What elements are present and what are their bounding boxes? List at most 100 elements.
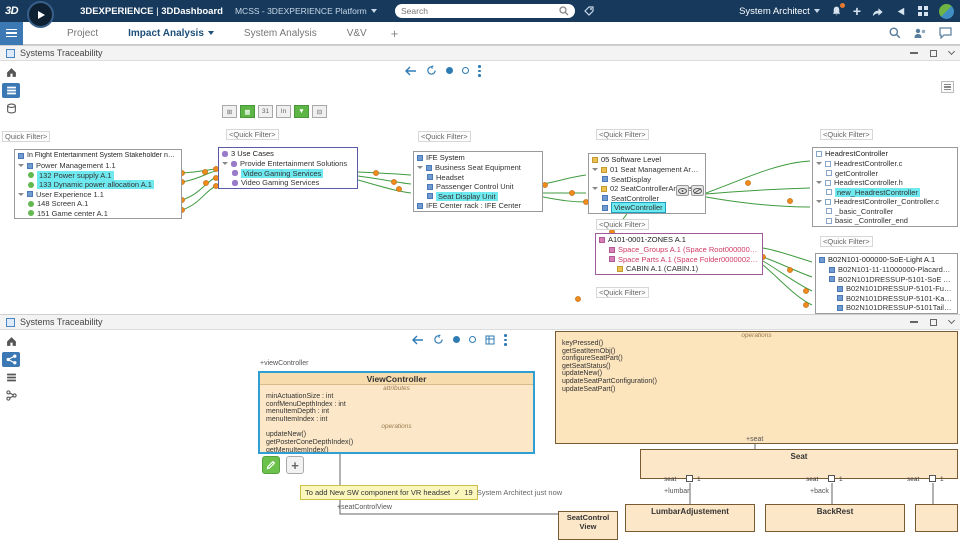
tree-node[interactable]: B02N101DRESSUP-5101-Fuse... <box>816 284 957 294</box>
quick-filter[interactable]: Quick Filter> <box>2 131 51 142</box>
add-content-icon[interactable]: + <box>852 3 861 19</box>
view-mode-dot-outline-icon[interactable] <box>462 67 469 75</box>
quick-filter[interactable]: <Quick Filter> <box>226 129 279 140</box>
more-options-icon[interactable] <box>504 334 507 346</box>
tree-node[interactable]: 132 Power supply A.1 <box>15 170 181 181</box>
product-structure-box[interactable]: B02N101-000000-SoE-Light A.1 B02N101-11-… <box>815 253 958 314</box>
comments-icon[interactable] <box>939 27 952 39</box>
filter-funnel-icon[interactable]: ▼ <box>294 105 309 118</box>
quick-filter[interactable]: <Quick Filter> <box>596 287 649 298</box>
tree-node[interactable]: ViewController <box>589 202 705 213</box>
hamburger-menu-icon[interactable] <box>0 21 23 45</box>
comment-tooltip[interactable]: To add New SW component for VR headset ✓… <box>300 485 562 500</box>
expand-all-icon[interactable]: ⊞ <box>222 105 237 118</box>
operation[interactable]: updateSeatPart() <box>562 385 616 393</box>
tag-icon[interactable] <box>583 5 595 17</box>
operation[interactable]: updateNew() <box>562 370 603 378</box>
quick-filter[interactable]: <Quick Filter> <box>418 131 471 142</box>
more-options-icon[interactable] <box>478 65 481 77</box>
operation[interactable]: getSeatStatus() <box>562 362 611 370</box>
collapse-chevron-icon[interactable] <box>947 47 956 56</box>
tab-vv[interactable]: V&V <box>346 27 367 39</box>
level-icon[interactable]: In <box>276 105 291 118</box>
global-search[interactable] <box>395 4 575 18</box>
expander-icon[interactable] <box>592 168 598 172</box>
tree-node[interactable]: 01 Seat Management Architecture <box>589 165 705 175</box>
tree-node[interactable]: 133 Dynamic power allocation A.1 <box>15 180 181 190</box>
quick-filter[interactable]: <Quick Filter> <box>820 129 873 140</box>
tree-node[interactable]: _basic_Controller <box>813 207 957 217</box>
operation[interactable]: getMenuItemIndex() <box>266 446 329 454</box>
quick-filter[interactable]: <Quick Filter> <box>596 219 649 230</box>
tree-node[interactable]: basic _Controller_end <box>813 216 957 226</box>
expander-icon[interactable] <box>18 192 24 196</box>
tree-node[interactable]: Video Gaming Services <box>219 168 357 179</box>
tree-node[interactable]: Seat Display Unit <box>414 191 542 202</box>
tree-node[interactable]: new_HeadrestController <box>813 187 957 198</box>
expander-icon[interactable] <box>816 200 822 204</box>
refresh-icon[interactable] <box>426 65 437 76</box>
view-mode-dot-filled-icon[interactable] <box>453 336 460 344</box>
tree-layout-icon[interactable]: ▦ <box>240 105 255 118</box>
search-icon[interactable] <box>559 6 569 16</box>
view-mode-dot-outline-icon[interactable] <box>469 336 476 344</box>
notifications-bell-icon[interactable] <box>830 2 845 18</box>
tree-node[interactable]: B02N101DRESSUP-5101-SoE A.1 <box>816 275 957 285</box>
tree-node[interactable]: CABIN A.1 (CABIN.1) <box>596 264 762 274</box>
user-menu[interactable]: System Architect <box>739 6 820 17</box>
expander-icon[interactable] <box>222 162 228 166</box>
dataset-icon[interactable] <box>2 101 20 116</box>
list-view-icon[interactable] <box>2 370 20 385</box>
tree-node[interactable]: HeadrestController.h <box>813 178 957 188</box>
panel1-legend-icon[interactable] <box>941 81 954 93</box>
port[interactable] <box>929 475 936 482</box>
share-graph-icon[interactable] <box>2 352 20 367</box>
collapse-chevron-icon[interactable] <box>947 316 956 325</box>
table-view-icon[interactable] <box>485 335 495 345</box>
dashboard-avatar-icon[interactable] <box>27 1 54 28</box>
tree-node[interactable]: HeadrestController.c <box>813 159 957 169</box>
attribute[interactable]: menuItemDepth : int <box>266 408 330 416</box>
quick-filter[interactable]: <Quick Filter> <box>820 236 873 247</box>
list-view-icon[interactable] <box>2 83 20 98</box>
tree-node[interactable]: Space Parts A.1 (Space Folder00000021.1) <box>596 255 762 265</box>
ife-system-box[interactable]: IFE System Business Seat Equipment Heads… <box>413 151 543 212</box>
tab-impact-analysis[interactable]: Impact Analysis <box>128 28 214 39</box>
show-related-icon[interactable] <box>676 185 689 196</box>
refresh-icon[interactable] <box>433 334 444 345</box>
minimize-icon[interactable] <box>910 52 918 54</box>
apps-grid-icon[interactable] <box>917 5 929 17</box>
cast-icon[interactable] <box>894 5 907 18</box>
tree-node[interactable]: 148 Screen A.1 <box>15 199 181 209</box>
expander-icon[interactable] <box>592 187 598 191</box>
tree-node[interactable]: B02N101DRESSUP-5101TailS... <box>816 303 957 313</box>
maximize-icon[interactable] <box>930 49 937 57</box>
operation[interactable]: configureSeatPart() <box>562 355 623 363</box>
search-input[interactable] <box>401 6 555 16</box>
grid-icon[interactable]: ⊟ <box>312 105 327 118</box>
quick-filter[interactable]: <Quick Filter> <box>596 129 649 140</box>
tree-node[interactable]: getController <box>813 169 957 179</box>
tab-project[interactable]: Project <box>67 27 99 39</box>
expander-icon[interactable] <box>816 162 822 166</box>
attribute[interactable]: confMenuDepthIndex : int <box>266 400 346 408</box>
zones-box[interactable]: A101-0001-ZONES A.1 Space_Groups A.1 (Sp… <box>595 233 763 275</box>
tree-node[interactable]: Provide Entertainment Solutions <box>219 159 357 169</box>
viewcontroller-class-box[interactable]: ViewController attributes minActuationSi… <box>258 371 535 454</box>
share-icon[interactable] <box>871 5 884 18</box>
use-cases-box[interactable]: 3 Use Cases Provide Entertainment Soluti… <box>218 147 358 189</box>
operation[interactable]: keyPressed() <box>562 340 604 347</box>
add-tab-button[interactable]: + <box>390 25 399 41</box>
tree-node[interactable]: B02N101DRESSUP-5101-Karm... <box>816 294 957 304</box>
tree-node[interactable]: HeadrestController_Controller.c <box>813 197 957 207</box>
seat-class-box[interactable]: Seat <box>640 449 958 479</box>
tree-node[interactable]: SeatDisplay <box>589 175 705 185</box>
tab-system-analysis[interactable]: System Analysis <box>243 27 317 39</box>
expander-icon[interactable] <box>18 164 24 168</box>
port[interactable] <box>686 475 693 482</box>
tree-node[interactable]: 02 SeatControllerArchitecture <box>589 184 705 194</box>
minimize-icon[interactable] <box>910 321 918 323</box>
uml-diagram-canvas[interactable]: +viewController ViewController attribute… <box>0 330 960 540</box>
expander-icon[interactable] <box>816 181 822 185</box>
back-arrow-icon[interactable] <box>412 335 424 345</box>
